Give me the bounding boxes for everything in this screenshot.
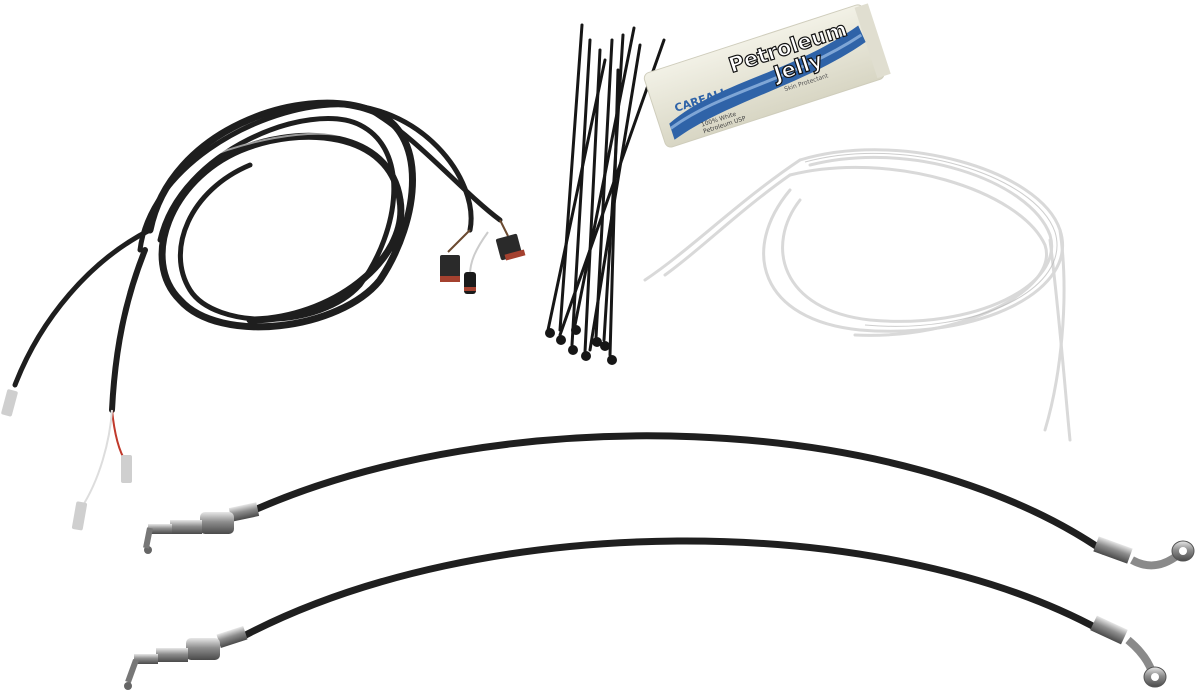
braided-cords	[643, 148, 1072, 442]
harness-connectors	[1, 233, 526, 531]
wiring-harness	[12, 99, 503, 413]
petroleum-jelly-tube: CAREALL Petroleum Jelly Skin Protectant …	[643, 3, 891, 148]
harness-leads	[79, 219, 509, 511]
cable-tie-heads	[545, 325, 617, 365]
brake-line-bottom	[124, 537, 1167, 690]
braided-cords-shadow	[804, 152, 1058, 327]
harness-tape	[189, 132, 341, 305]
brake-line-top	[143, 432, 1195, 570]
cable-ties	[546, 23, 666, 357]
